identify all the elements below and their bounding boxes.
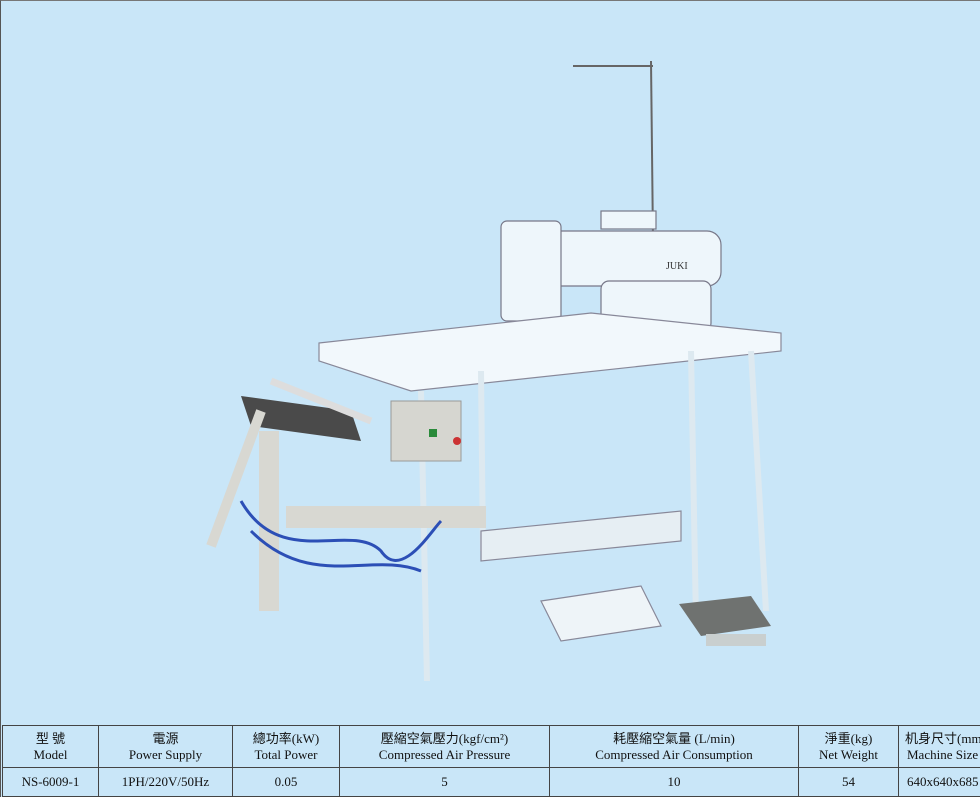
value-total-power: 0.05	[232, 767, 340, 797]
value-net-weight: 54	[798, 767, 899, 797]
header-total-power-zh: 總功率(kW)	[252, 730, 320, 746]
header-machine-size-zh: 机身尺寸(mm)	[905, 730, 980, 746]
header-model-en: Model	[33, 746, 68, 762]
header-power-supply-zh: 電源	[152, 730, 179, 746]
header-total-power: 總功率(kW)Total Power	[232, 725, 340, 768]
foot-pedal	[679, 596, 771, 646]
value-air-consumption: 10	[549, 767, 799, 797]
folder-attachment	[206, 377, 486, 611]
header-air-pressure: 壓縮空氣壓力(kgf/cm²)Compressed Air Pressure	[339, 725, 550, 768]
value-power-supply: 1PH/220V/50Hz	[98, 767, 233, 797]
value-model: NS-6009-1	[2, 767, 99, 797]
spec-data-row: NS-6009-1 1PH/220V/50Hz 0.05 5 10 54 640…	[2, 767, 980, 797]
header-total-power-en: Total Power	[254, 746, 318, 762]
header-power-supply-en: Power Supply	[128, 746, 203, 762]
header-air-consumption: 耗壓縮空氣量 (L/min)Compressed Air Consumption	[549, 725, 799, 768]
header-net-weight-en: Net Weight	[818, 746, 878, 762]
sewing-machine-illustration: JUKI	[206, 60, 782, 682]
header-machine-size: 机身尺寸(mm)Machine Size	[898, 725, 980, 768]
header-machine-size-en: Machine Size	[907, 746, 979, 762]
header-air-pressure-zh: 壓縮空氣壓力(kgf/cm²)	[380, 730, 509, 746]
header-net-weight: 淨重(kg)Net Weight	[798, 725, 899, 768]
brand-label: JUKI	[666, 261, 688, 272]
header-net-weight-zh: 淨重(kg)	[824, 730, 873, 746]
header-air-consumption-en: Compressed Air Consumption	[595, 746, 753, 762]
value-air-pressure: 5	[339, 767, 550, 797]
header-air-consumption-zh: 耗壓縮空氣量 (L/min)	[613, 730, 735, 746]
header-air-pressure-en: Compressed Air Pressure	[378, 746, 511, 762]
machine-head: JUKI	[500, 210, 722, 332]
machine-table	[318, 312, 782, 682]
value-machine-size: 640x640x685	[898, 767, 980, 797]
header-model-zh: 型 號	[35, 730, 66, 746]
